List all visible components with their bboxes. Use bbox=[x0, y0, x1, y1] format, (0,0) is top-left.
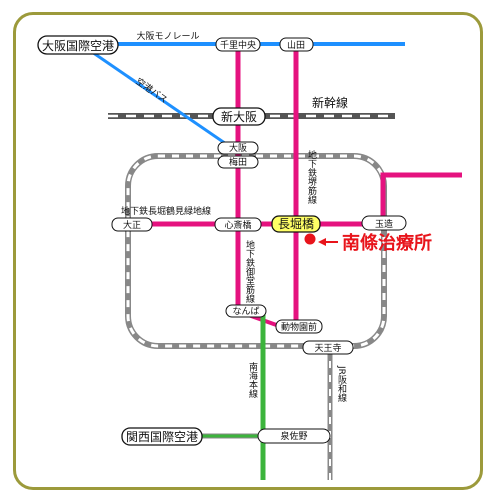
map-frame bbox=[13, 12, 483, 490]
station-yamada[interactable] bbox=[279, 37, 314, 52]
label-midosuji: 地下鉄御堂筋線 bbox=[244, 239, 255, 303]
station-osaka-airport[interactable] bbox=[37, 35, 119, 55]
station-tamatsukuri[interactable] bbox=[361, 215, 407, 231]
station-namba[interactable] bbox=[225, 304, 267, 318]
station-shinsaibashi[interactable] bbox=[214, 217, 262, 232]
station-yamada-label: 山田 bbox=[287, 40, 305, 51]
label-jr-hanwa: JR阪和線 bbox=[336, 365, 347, 402]
station-umeda-label: 梅田 bbox=[229, 156, 247, 168]
station-kansai-airport-label: 関西国際空港 bbox=[126, 430, 198, 444]
station-izumisano[interactable] bbox=[257, 428, 331, 444]
station-taisho-label: 大正 bbox=[123, 219, 141, 231]
label-shinkansen: 新幹線 bbox=[312, 95, 348, 110]
station-dobutsuen-mae[interactable] bbox=[275, 319, 323, 334]
station-osaka[interactable] bbox=[217, 141, 259, 155]
station-nagahoribashi-label: 長堀橋 bbox=[278, 216, 314, 231]
station-namba-label: なんば bbox=[232, 306, 259, 317]
station-kansai-airport[interactable] bbox=[121, 427, 203, 446]
station-dobutsuen-mae-label: 動物園前 bbox=[281, 321, 317, 333]
label-monorail: 大阪モノレール bbox=[136, 30, 199, 42]
station-izumisano-label: 泉佐野 bbox=[280, 430, 307, 442]
station-tennoji[interactable] bbox=[302, 340, 354, 355]
station-shin-osaka-label: 新大阪 bbox=[221, 109, 257, 124]
station-senri-chuo-label: 千里中央 bbox=[220, 39, 256, 51]
station-nagahoribashi[interactable] bbox=[271, 215, 321, 233]
station-osaka-airport-label: 大阪国際空港 bbox=[42, 39, 114, 53]
station-shinsaibashi-label: 心斎橋 bbox=[224, 219, 251, 231]
label-sakaisuji: 地下鉄堺筋線 bbox=[306, 149, 317, 204]
station-taisho[interactable] bbox=[111, 217, 153, 232]
station-tennoji-label: 天王寺 bbox=[314, 343, 341, 354]
airport-bus-route bbox=[91, 50, 233, 150]
station-shin-osaka[interactable] bbox=[212, 107, 266, 126]
label-airport-bus: 空港バス bbox=[134, 75, 170, 105]
clinic-marker[interactable] bbox=[304, 233, 316, 245]
station-osaka-label: 大阪 bbox=[229, 142, 247, 154]
clinic-name: 南條治療所 bbox=[342, 232, 432, 254]
station-umeda[interactable] bbox=[217, 155, 259, 169]
label-nankai: 南海本線 bbox=[247, 361, 258, 398]
station-senri-chuo[interactable] bbox=[215, 37, 261, 52]
label-nagahori-tsurumi: 地下鉄長堀鶴見緑地線 bbox=[121, 205, 211, 217]
station-tamatsukuri-label: 玉造 bbox=[375, 218, 393, 230]
